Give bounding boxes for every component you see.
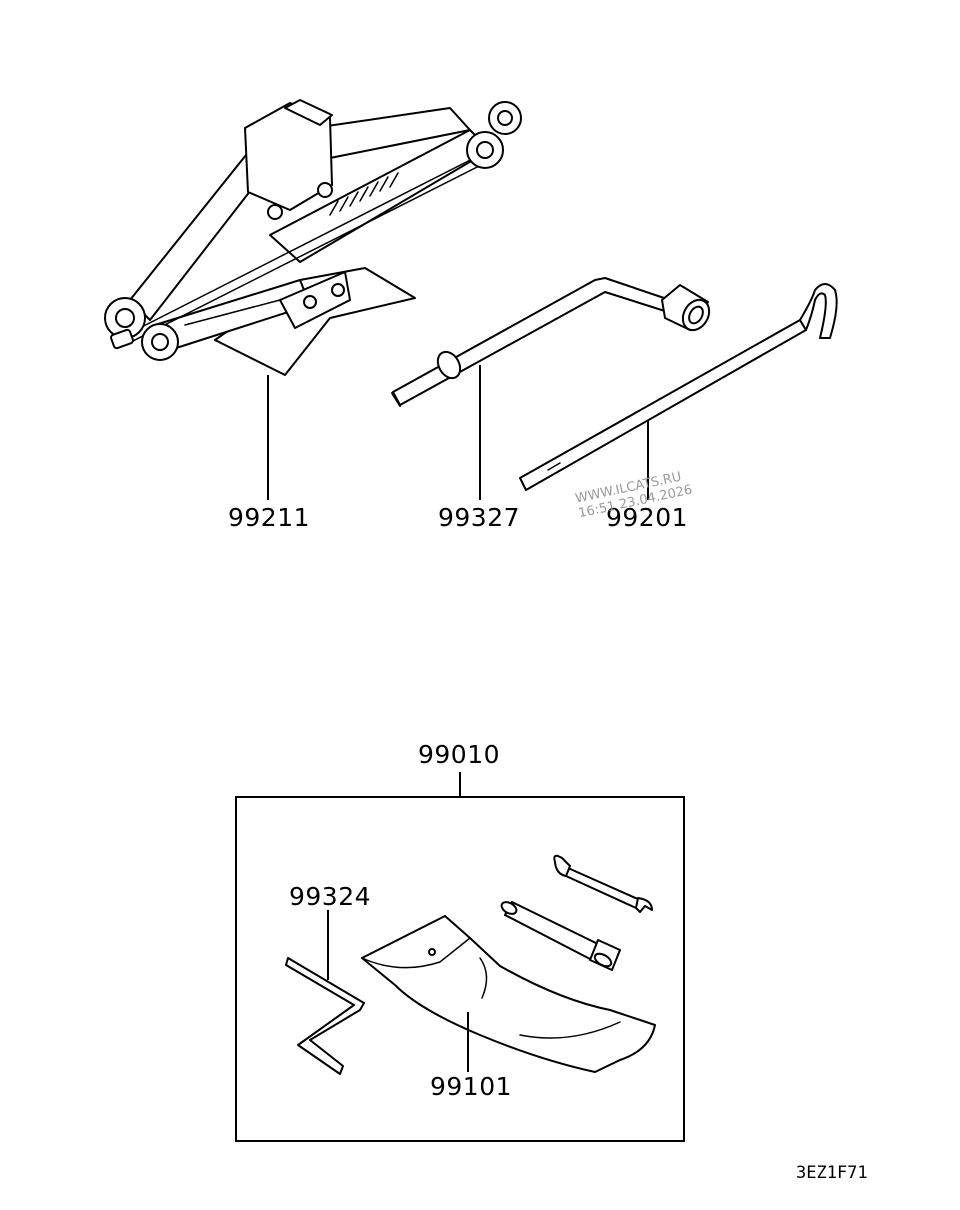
part-label-jack[interactable]: 99211: [228, 503, 311, 532]
jack-bar-drawing[interactable]: [519, 283, 838, 491]
extension-drawing[interactable]: [500, 900, 621, 971]
diagram-code: 3EZ1F71: [796, 1163, 868, 1183]
part-label-bar[interactable]: 99201: [606, 503, 689, 532]
wheel-nut-handle-drawing[interactable]: [391, 277, 714, 407]
part-label-bag[interactable]: 99101: [430, 1072, 513, 1101]
part-label-kit[interactable]: 99010: [418, 740, 501, 769]
scissor-jack-drawing[interactable]: [104, 99, 522, 376]
tool-bag-drawing[interactable]: [361, 915, 656, 1073]
tool-kit-frame: [235, 796, 685, 1142]
hook-tool-drawing[interactable]: [285, 957, 365, 1075]
wrench-drawing[interactable]: [553, 854, 653, 913]
part-label-handle[interactable]: 99327: [438, 503, 521, 532]
part-label-hook[interactable]: 99324: [289, 882, 372, 911]
